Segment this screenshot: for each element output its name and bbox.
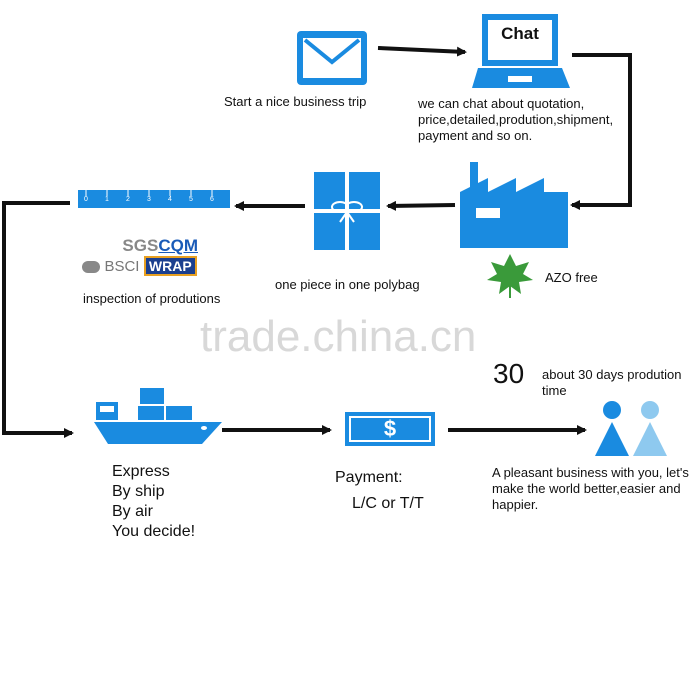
arrow-inspection-to-ship [2,201,74,438]
production-time-label: about 30 days prodution time [542,367,682,398]
arrow-chat-to-factory [570,53,632,210]
ruler-mark-1: 1 [105,196,109,203]
certification-logos: SGSCQM BSCI WRAP [82,236,212,276]
ruler-mark-4: 4 [168,196,172,203]
payment-title: Payment: [335,469,403,486]
arrow-factory-to-packing [386,200,456,211]
production-days-number: 30 [493,358,525,389]
dollar-symbol: $ [383,416,397,441]
cqm-logo-text: CQM [158,236,198,255]
ruler-mark-2: 2 [126,196,130,203]
shipping-option-ship: By ship [112,483,165,500]
shipping-options: Express By ship By air You decide! [112,462,195,542]
ruler-mark-6: 6 [210,196,214,203]
laptop-icon: Chat [472,12,572,92]
dollar-bill-icon: $ [345,412,435,446]
shipping-option-air: By air [112,503,153,520]
ruler-icon: 0 1 2 3 4 5 6 [78,190,230,208]
packing-label: one piece in one polybag [275,277,420,292]
ruler-mark-5: 5 [189,196,193,203]
shipping-option-express: Express [112,463,170,480]
trip-label: Start a nice business trip [224,94,367,109]
inspection-label: inspection of produtions [83,291,221,306]
ship-icon [94,380,222,446]
envelope-icon [296,30,368,86]
leaf-icon [485,252,535,300]
arrow-trip-to-chat [377,46,467,57]
ruler-mark-3: 3 [147,196,151,203]
wrap-logo-text: WRAP [143,256,197,276]
watermark: trade.china.cn [200,312,477,361]
payment-methods: L/C or T/T [352,495,424,512]
chat-label: we can chat about quotation, price,detai… [418,96,614,143]
chat-screen-text: Chat [501,24,539,43]
bsci-logo-icon [82,260,100,273]
ending-label: A pleasant business with you, let's make… [492,465,689,512]
sgs-logo-text: SGS [122,236,159,255]
people-icon [592,400,672,458]
shipping-option-decide: You decide! [112,523,196,540]
bsci-logo-text: BSCI [104,258,140,275]
ruler-mark-0: 0 [84,196,88,203]
azo-free-label: AZO free [545,270,598,285]
factory-icon [460,162,568,248]
gift-box-icon [314,172,380,250]
